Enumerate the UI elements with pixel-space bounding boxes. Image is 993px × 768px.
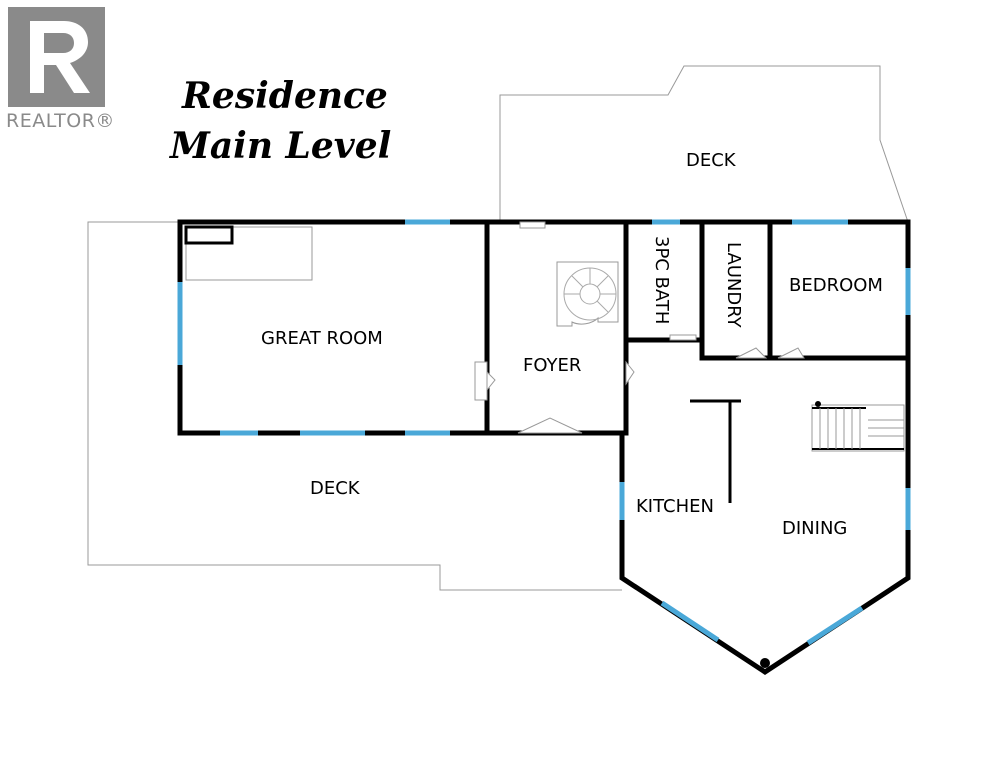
room-label-deck-top: DECK xyxy=(686,150,737,171)
room-label-foyer: FOYER xyxy=(523,355,581,376)
exterior-wall-top xyxy=(177,219,911,675)
room-label-laundry: LAUNDRY xyxy=(723,242,744,329)
window xyxy=(660,600,720,643)
realtor-logo xyxy=(8,7,105,107)
door xyxy=(777,347,805,359)
room-label-dining: DINING xyxy=(782,518,847,539)
plan-title-line-1: Residence xyxy=(182,75,388,117)
window xyxy=(806,605,864,646)
realtor-r-logo-icon xyxy=(30,21,90,93)
door xyxy=(625,360,635,386)
door xyxy=(519,221,546,229)
deck-top-outline xyxy=(499,65,909,223)
door xyxy=(735,347,768,359)
front-door xyxy=(517,417,583,434)
great-room-fixture xyxy=(184,225,234,245)
door xyxy=(486,370,496,392)
room-label-deck-bottom: DECK xyxy=(310,478,361,499)
room-label-great-room: GREAT ROOM xyxy=(261,328,383,349)
door xyxy=(669,334,697,341)
realtor-logo-caption: REALTOR® xyxy=(6,110,115,132)
door xyxy=(474,361,488,401)
room-label-kitchen: KITCHEN xyxy=(636,496,714,517)
deck-bottom-outline xyxy=(87,221,622,591)
room-label-bath: 3PC BATH xyxy=(651,236,672,324)
plan-title-line-2: Main Level xyxy=(170,125,392,167)
stair xyxy=(811,401,905,452)
great-room-inset xyxy=(185,226,313,281)
room-label-bedroom: BEDROOM xyxy=(789,275,883,296)
spiral-stair xyxy=(556,261,619,327)
bay-corner-marker xyxy=(760,658,770,668)
